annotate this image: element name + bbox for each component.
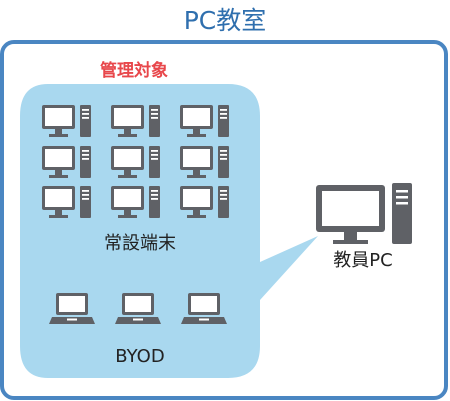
managed-label: 管理対象 [100, 60, 168, 81]
byod-label: BYOD [115, 346, 164, 367]
teacher-pc-label: 教員PC [333, 250, 392, 271]
page-title: PC教室 [184, 6, 267, 35]
byod-devices [49, 293, 227, 324]
teacher-pc-icon [316, 183, 412, 244]
fixed-terminal-grid [42, 105, 229, 218]
fixed-terminal-label: 常設端末 [104, 233, 176, 254]
managed-group-region [20, 84, 318, 378]
